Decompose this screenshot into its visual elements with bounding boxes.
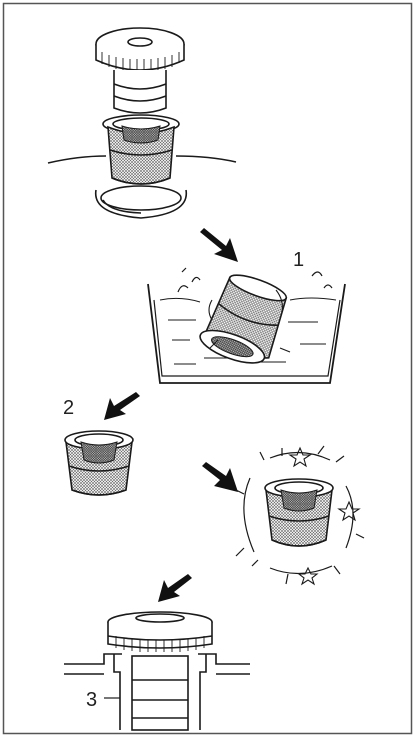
- cap-icon: [96, 28, 184, 113]
- cap-icon: [108, 612, 212, 652]
- step-1-label: 1: [293, 249, 304, 271]
- filter-basket-icon: [65, 431, 133, 495]
- filter-basket-icon: [265, 479, 333, 546]
- filter-basket-icon: [103, 115, 179, 184]
- arrow-icon: [104, 392, 140, 420]
- filter-basket-icon: [196, 267, 292, 371]
- step-2-label: 2: [63, 397, 74, 419]
- arrow-icon: [202, 462, 238, 492]
- step-3-label: 3: [86, 689, 97, 711]
- arrow-icon: [158, 574, 192, 602]
- arrow-icon: [200, 228, 238, 262]
